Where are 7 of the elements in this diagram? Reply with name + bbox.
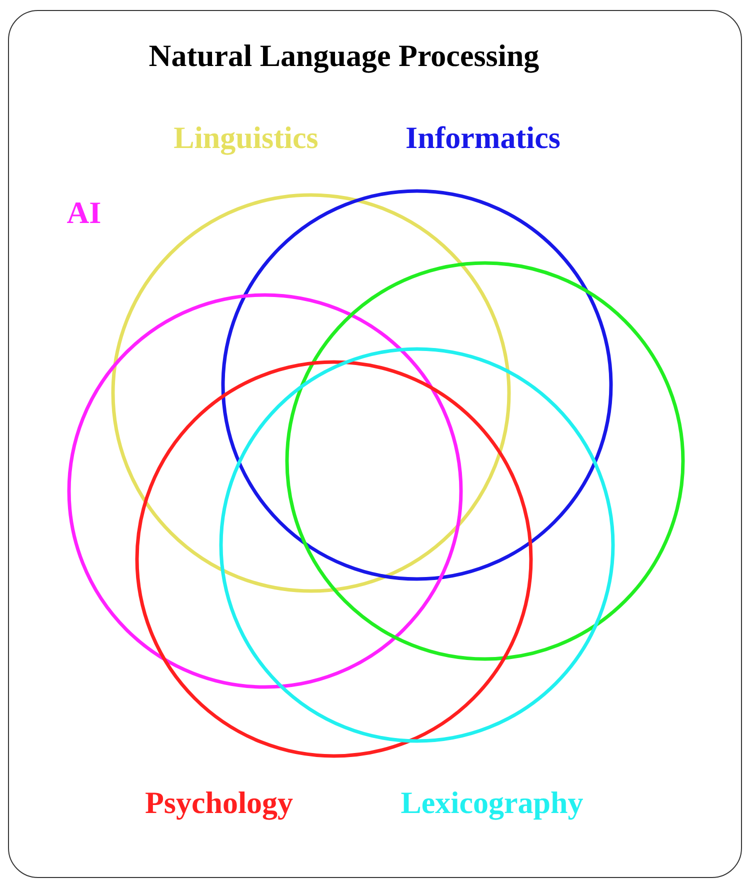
circle-label: Linguistics [174,120,318,156]
circle-label: Lexicography [400,785,584,821]
frame-panel [8,10,742,878]
circle-label: Psychology [144,785,294,821]
panel-heading: Natural Language Processing [148,38,540,74]
circle-label: AI [66,195,102,231]
circle-label: Informatics [406,120,560,156]
